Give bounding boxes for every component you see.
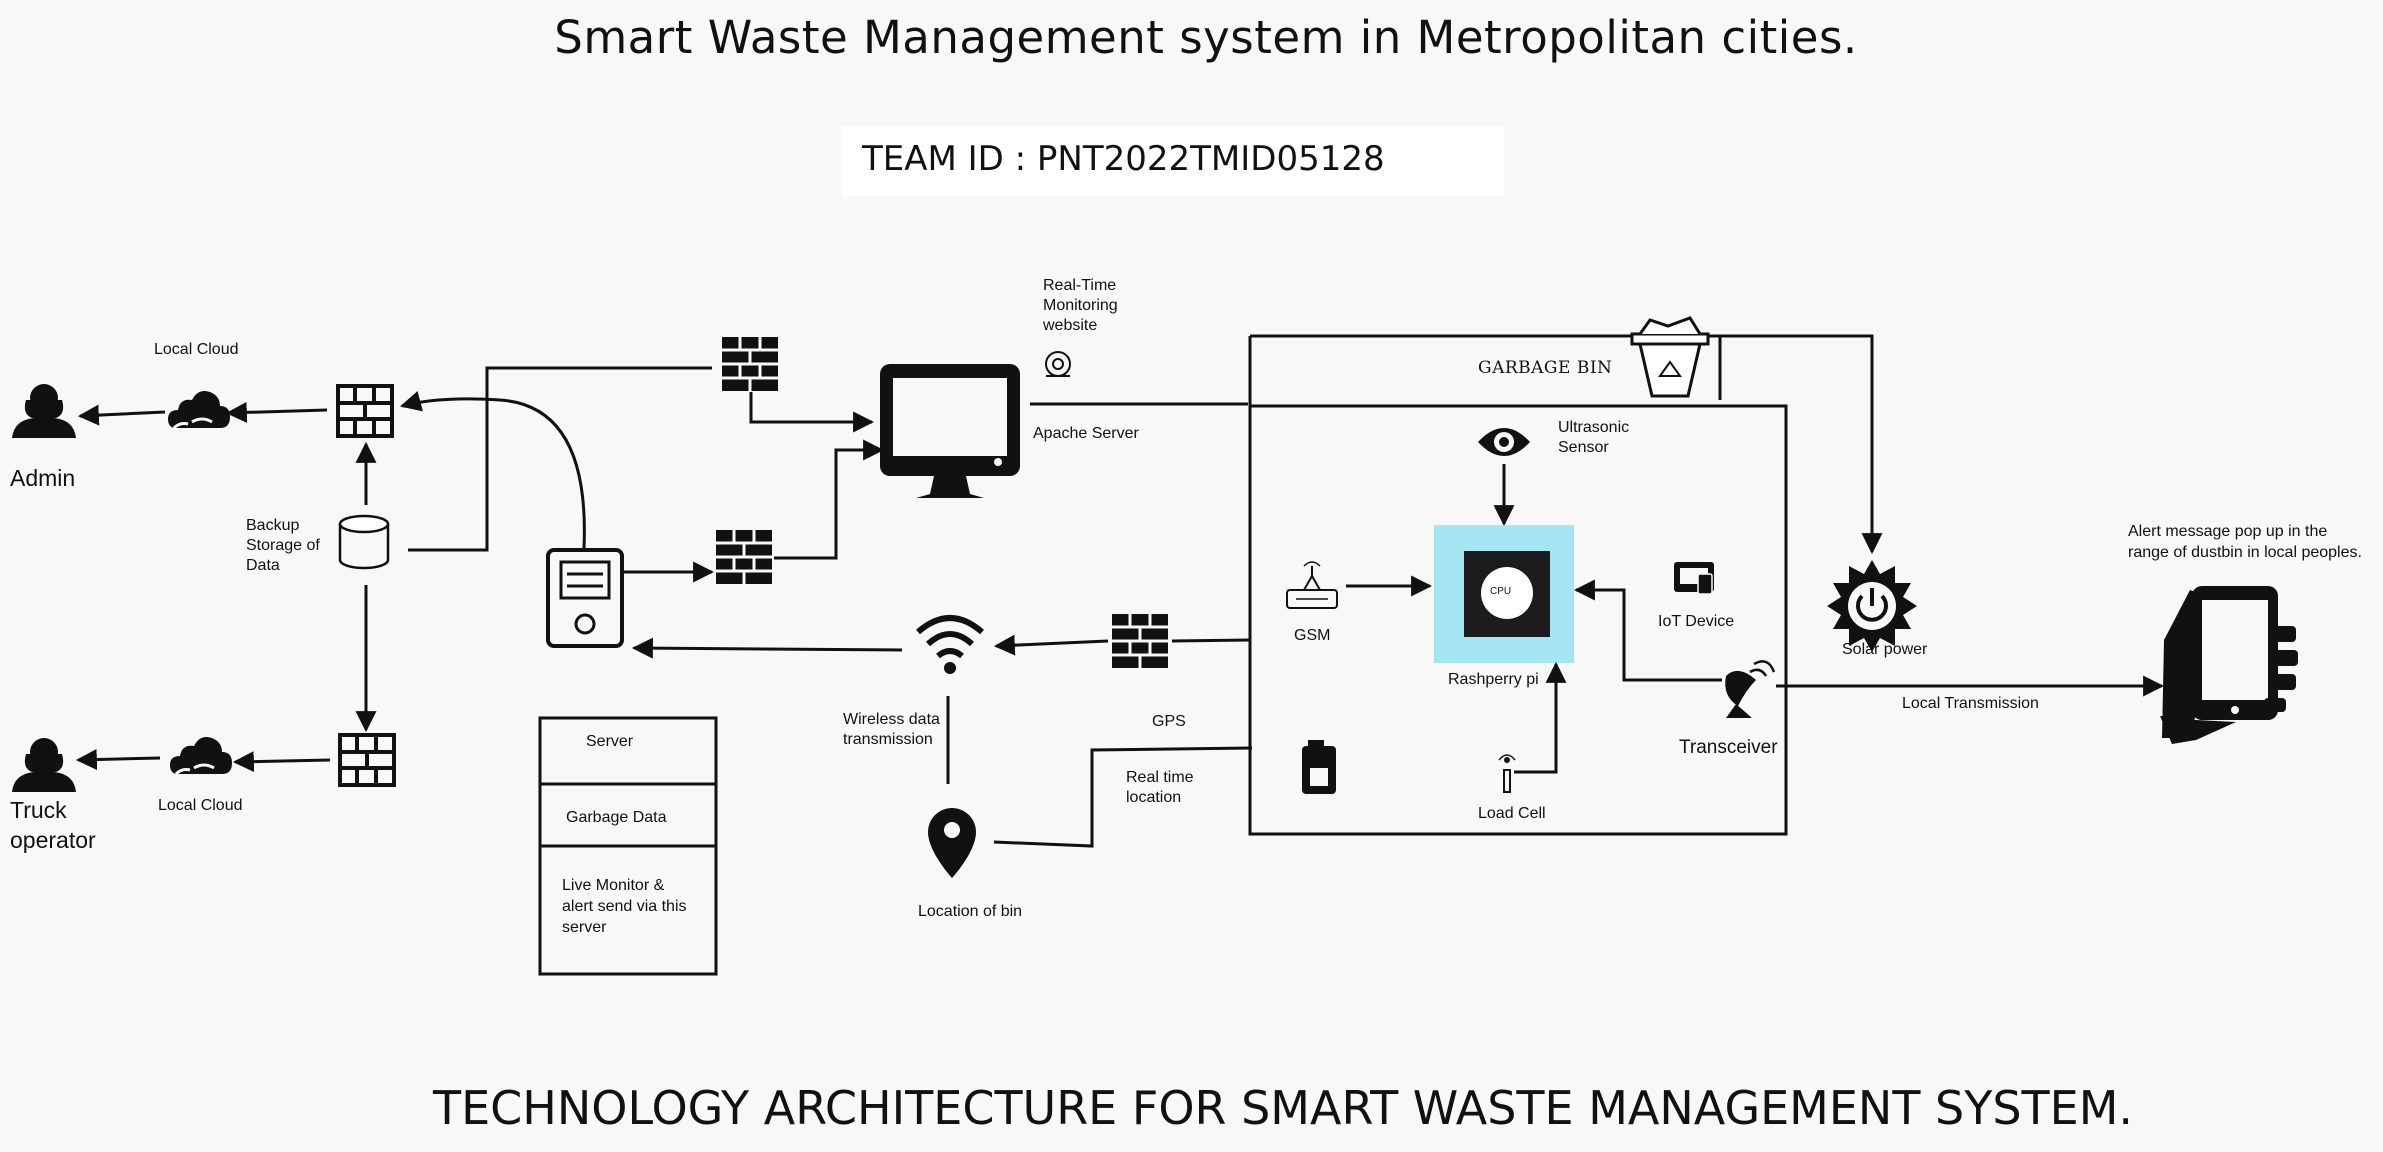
wireless-data-label: Wireless data transmission — [843, 711, 940, 748]
team-id: TEAM ID : PNT2022TMID05128 — [862, 139, 1385, 179]
cloud-icon — [166, 389, 232, 430]
team-id-box — [842, 126, 1504, 196]
admin-label: Admin — [10, 465, 76, 491]
cpu-label: CPU — [1490, 586, 1512, 597]
wifi-icon — [916, 615, 984, 674]
webcam-icon — [1045, 351, 1071, 377]
server-table — [538, 716, 718, 976]
footer-title: TECHNOLOGY ARCHITECTURE FOR SMART WASTE … — [432, 1081, 2134, 1135]
solar-power-label: Solar power — [1842, 641, 1928, 658]
local-transmission-label: Local Transmission — [1902, 695, 2039, 712]
firewall-icon — [714, 528, 774, 586]
backup-storage-label: Backup Storage of Data — [246, 517, 320, 574]
antenna-icon — [1498, 754, 1516, 793]
alert-message-label: Alert message pop up in the range of dus… — [2128, 523, 2362, 561]
connector — [408, 366, 712, 552]
connector — [399, 391, 586, 549]
eye-icon — [1478, 428, 1530, 456]
firewall-icon — [338, 733, 396, 787]
local-cloud-bottom-label: Local Cloud — [158, 797, 243, 814]
connector — [1514, 661, 1567, 774]
hand-phone-icon — [2160, 586, 2298, 744]
iot-device-icon — [1674, 562, 1714, 595]
server-tower-icon — [546, 548, 624, 648]
load-cell-label: Load Cell — [1478, 805, 1546, 822]
connector — [631, 637, 903, 659]
raspberry-pi-label: Rashperry pi — [1448, 671, 1539, 688]
connector — [1690, 334, 1883, 555]
database-icon — [338, 514, 390, 570]
connector — [225, 401, 328, 423]
garbage-bin-frame — [1248, 334, 1788, 836]
monitor-icon — [880, 364, 1020, 498]
cloud-icon — [168, 735, 234, 776]
solar-power-icon — [1827, 560, 1917, 652]
server-table-row: Live Monitor & alert send via this serve… — [562, 877, 687, 936]
server-table-row: Garbage Data — [566, 809, 667, 826]
firewall-icon — [336, 384, 394, 438]
garbage-bin-label: GARBAGE BIN — [1478, 358, 1613, 378]
local-cloud-top-label: Local Cloud — [154, 341, 239, 358]
truck-operator-icon — [12, 738, 76, 792]
iot-device-label: IoT Device — [1658, 613, 1735, 630]
connector — [232, 751, 331, 773]
connector — [993, 746, 1253, 848]
connector — [1171, 638, 1251, 643]
battery-icon — [1302, 740, 1336, 794]
gps-label: GPS — [1152, 713, 1186, 730]
cpu-icon — [1481, 567, 1533, 619]
location-pin-icon — [928, 808, 976, 878]
admin-icon — [12, 384, 76, 438]
firewall-icon — [720, 335, 780, 393]
truck-operator-label: Truck operator — [10, 797, 96, 853]
recycle-bin-icon — [1630, 316, 1710, 398]
firewall-icon — [1110, 612, 1170, 670]
transceiver-label: Transceiver — [1679, 737, 1778, 758]
location-of-bin-label: Location of bin — [918, 903, 1023, 920]
satellite-dish-icon — [1725, 660, 1776, 718]
page-title: Smart Waste Management system in Metropo… — [554, 11, 1858, 64]
connector — [993, 634, 1109, 656]
router-icon — [1286, 561, 1338, 609]
server-table-row: Server — [586, 733, 634, 750]
connector — [1573, 579, 1722, 682]
connector — [749, 392, 875, 433]
apache-server-label: Apache Server — [1033, 425, 1139, 442]
connector — [75, 749, 161, 771]
gsm-label: GSM — [1294, 627, 1331, 644]
connector — [774, 439, 885, 560]
ultrasonic-sensor-label: Ultrasonic Sensor — [1558, 419, 1630, 456]
realtime-website-label: Real-Time Monitoring website — [1043, 277, 1118, 334]
connector — [77, 404, 166, 426]
realtime-location-label: Real time location — [1126, 769, 1194, 806]
